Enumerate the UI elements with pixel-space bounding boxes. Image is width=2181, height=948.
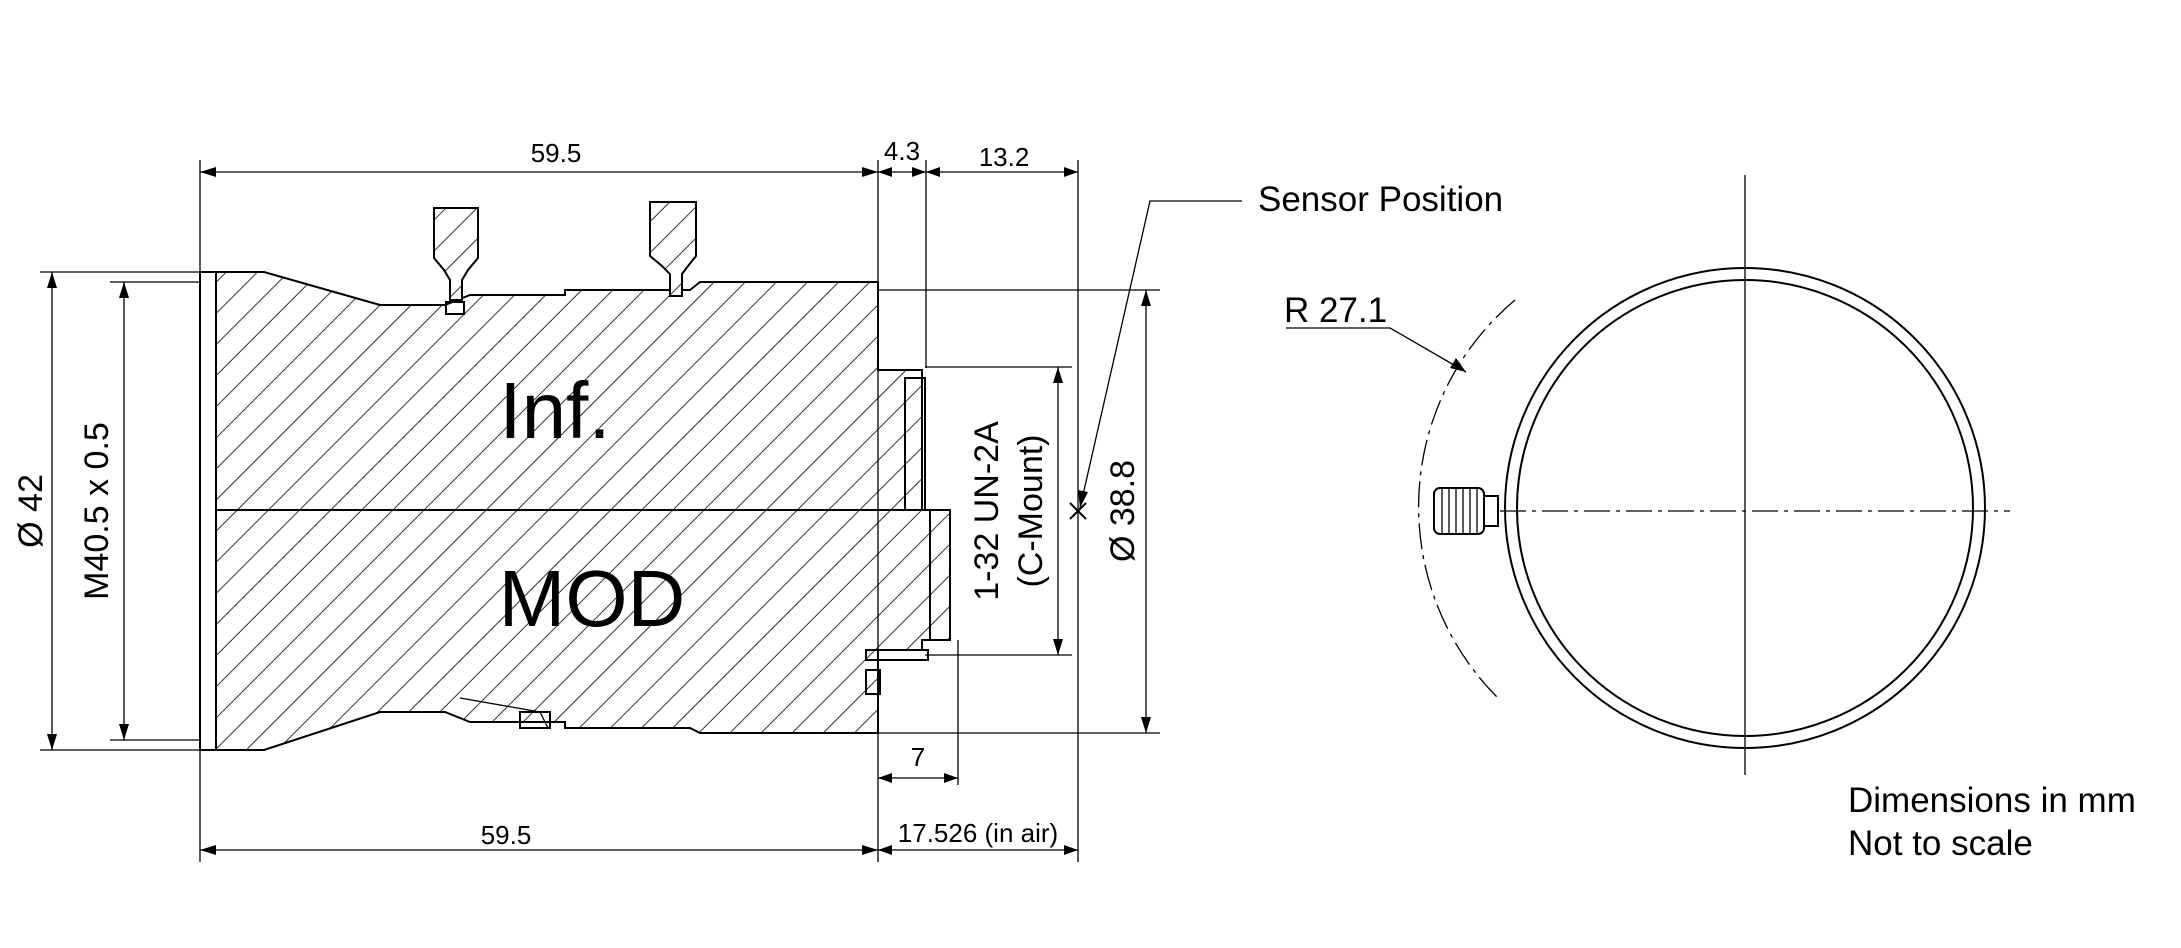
dim-radius: R 27.1 (1284, 291, 1467, 373)
svg-text:Sensor Position: Sensor Position (1258, 180, 1503, 219)
dim-rear-diameter: Ø 38.8 (1104, 290, 1151, 733)
svg-text:(C-Mount): (C-Mount) (1012, 434, 1050, 587)
lens-side-view: Inf. MOD 59.5 4.3 (12, 136, 1503, 862)
dim-bottom-length: 59.5 (200, 820, 878, 855)
svg-text:59.5: 59.5 (481, 820, 532, 850)
dim-mount-thread: 1-32 UN-2A (C-Mount) (968, 367, 1063, 655)
svg-text:7: 7 (911, 742, 925, 772)
svg-text:Not to scale: Not to scale (1848, 824, 2033, 863)
svg-text:R 27.1: R 27.1 (1284, 291, 1387, 330)
svg-text:M40.5 x 0.5: M40.5 x 0.5 (78, 422, 116, 600)
dim-top-step: 4.3 (878, 136, 926, 177)
svg-text:17.526 (in air): 17.526 (in air) (898, 818, 1058, 848)
dim-top-flange: 13.2 (926, 142, 1078, 177)
iris-lever (649, 201, 697, 297)
drawing-notes: Dimensions in mm Not to scale (1848, 781, 2136, 863)
lens-front-view: R 27.1 (1284, 175, 2010, 775)
svg-text:Dimensions in mm: Dimensions in mm (1848, 781, 2136, 820)
sensor-position-callout: Sensor Position (1078, 180, 1503, 509)
section-label-inf: Inf. (499, 366, 610, 455)
c-mount-thread (904, 377, 926, 511)
dim-flange-focal: 17.526 (in air) (878, 818, 1078, 855)
dim-filter-thread: M40.5 x 0.5 (78, 282, 129, 740)
dim-bottom-step: 7 (878, 742, 958, 783)
focus-lever (433, 207, 479, 315)
svg-text:Ø 42: Ø 42 (12, 474, 50, 548)
sensor-cross-icon (1069, 502, 1087, 520)
lens-upper-half (215, 271, 923, 511)
dim-top-length: 59.5 (200, 138, 878, 177)
svg-text:4.3: 4.3 (884, 136, 920, 166)
front-filter-ring (199, 271, 217, 751)
svg-text:13.2: 13.2 (979, 142, 1030, 172)
svg-text:59.5: 59.5 (531, 138, 582, 168)
section-label-mod: MOD (499, 554, 686, 643)
svg-text:Ø 38.8: Ø 38.8 (1104, 460, 1142, 562)
svg-text:1-32 UN-2A: 1-32 UN-2A (968, 421, 1006, 601)
locking-screw-icon (1433, 487, 1499, 535)
dim-outer-diameter: Ø 42 (12, 272, 57, 750)
radius-arc (1417, 299, 1516, 701)
